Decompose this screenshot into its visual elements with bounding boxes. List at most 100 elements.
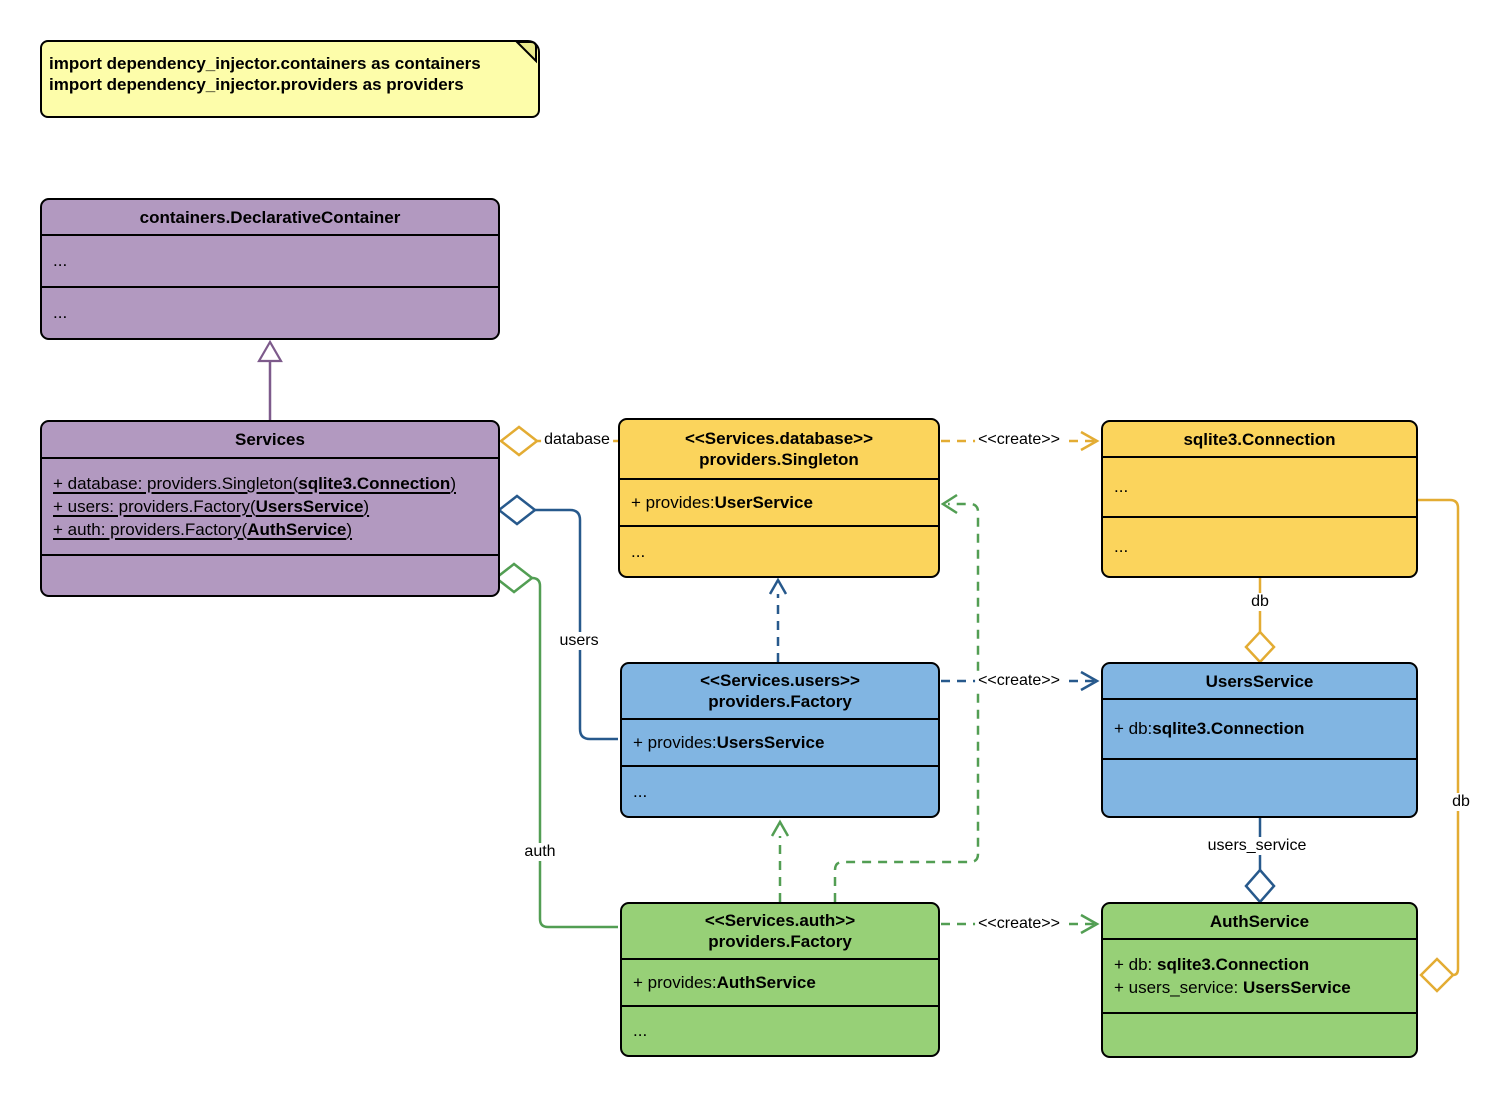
class-users-service: UsersService + db: sqlite3.Connection (1101, 662, 1418, 818)
edge-label-db-auth: db (1449, 793, 1473, 811)
class-title-block: <<Services.auth>> providers.Factory (622, 904, 938, 958)
aggregation-diamond-icon (493, 562, 535, 594)
attr-prefix: + users_service: (1114, 978, 1243, 997)
open-arrowhead-icon (940, 493, 958, 515)
class-attributes: + provides: UserService (620, 478, 938, 525)
ellipsis-text: ... (1114, 477, 1129, 496)
aggregation-diamond-icon (1419, 957, 1455, 993)
class-compartment: ... (1103, 456, 1416, 516)
class-compartment: ... (622, 765, 938, 816)
edge-aggregation-auth (493, 562, 618, 929)
edge-dependency-usersfactory-singleton (768, 577, 788, 662)
ellipsis-text: ... (53, 251, 68, 270)
class-attributes: + db: sqlite3.Connection + users_service… (1103, 938, 1416, 1012)
attr-prefix: + provides: (633, 732, 717, 752)
attr-suffix: ) (346, 520, 353, 539)
attr-suffix: ) (363, 497, 370, 516)
attr-type: UsersService (716, 732, 825, 752)
class-title: AuthService (1209, 911, 1310, 931)
aggregation-diamond-icon (496, 494, 538, 526)
class-compartment: ... (1103, 516, 1416, 576)
class-title-block: <<Services.database>> providers.Singleto… (620, 420, 938, 478)
authservice-attr-users-service: + users_service: UsersService (1114, 976, 1351, 999)
edge-create-factory-usersservice (941, 670, 1100, 692)
class-title: Services (235, 430, 305, 449)
class-title: providers.Singleton (699, 450, 859, 469)
class-compartment: ... (620, 525, 938, 576)
open-arrowhead-icon (770, 819, 790, 837)
edge-dependency-authfactory-singleton (833, 493, 980, 902)
edge-label-users-service: users_service (1204, 837, 1310, 855)
services-attr-users: + users: providers.Factory(UsersService) (53, 495, 369, 518)
class-database-singleton: <<Services.database>> providers.Singleto… (618, 418, 940, 578)
attr-type: UsersService (255, 497, 364, 516)
edge-label-create-auth: <<create>> (975, 915, 1063, 933)
ellipsis-text: ... (53, 303, 68, 322)
authservice-attr-db: + db: sqlite3.Connection (1114, 953, 1309, 976)
class-compartment: ... (622, 1005, 938, 1055)
edge-create-singleton-sqlite (941, 430, 1100, 452)
class-auth-service: AuthService + db: sqlite3.Connection + u… (1101, 902, 1418, 1058)
attr-type: AuthService (716, 972, 816, 992)
class-title-block: <<Services.users>> providers.Factory (622, 664, 938, 718)
class-declarative-container: containers.DeclarativeContainer ... ... (40, 198, 500, 340)
services-attr-database: + database: providers.Singleton(sqlite3.… (53, 472, 456, 495)
class-compartment-empty (1103, 758, 1416, 816)
class-title: sqlite3.Connection (1183, 429, 1336, 449)
class-compartment: ... (42, 286, 498, 338)
attr-prefix: + provides: (631, 492, 715, 512)
ellipsis-text: ... (631, 541, 646, 561)
edge-aggregation-db-usersservice (1244, 578, 1276, 664)
edge-label-db-users: db (1248, 593, 1272, 611)
aggregation-diamond-icon (1244, 868, 1276, 904)
attr-type: UserService (714, 492, 813, 512)
ellipsis-text: ... (1114, 537, 1129, 556)
class-sqlite-connection: sqlite3.Connection ... ... (1101, 420, 1418, 578)
class-title: providers.Factory (708, 692, 852, 711)
aggregation-diamond-icon (498, 425, 540, 457)
attr-type: AuthService (247, 520, 347, 539)
services-attr-auth: + auth: providers.Factory(AuthService) (53, 518, 352, 541)
class-attributes: + db: sqlite3.Connection (1103, 698, 1416, 758)
attr-prefix: + db: (1114, 955, 1158, 974)
attr-prefix: + auth: providers.Factory( (53, 520, 248, 539)
open-arrowhead-icon (1080, 430, 1100, 452)
class-stereotype: <<Services.database>> (684, 429, 874, 448)
edge-inheritance-services (257, 339, 283, 420)
class-attributes: + provides: AuthService (622, 958, 938, 1005)
class-title: containers.DeclarativeContainer (139, 207, 401, 227)
attr-suffix: ) (450, 474, 456, 493)
note-line-2: import dependency_injector.providers as … (49, 75, 464, 94)
attr-type: UsersService (1242, 978, 1351, 997)
edge-aggregation-users (496, 494, 618, 741)
class-compartment-empty (42, 554, 498, 595)
attr-prefix: + provides: (633, 972, 717, 992)
note-line-1: import dependency_injector.containers as… (49, 54, 481, 73)
edge-aggregation-db-authservice (1418, 498, 1460, 993)
attr-type: sqlite3.Connection (1157, 955, 1310, 974)
open-arrowhead-icon (1080, 670, 1100, 692)
class-attributes: + provides: UsersService (622, 718, 938, 765)
edge-label-users: users (556, 632, 602, 650)
aggregation-diamond-icon (1244, 630, 1276, 664)
class-services: Services + database: providers.Singleton… (40, 420, 500, 597)
edge-aggregation-usersservice-authservice (1244, 818, 1276, 904)
note-fold-icon (515, 41, 537, 64)
class-title: UsersService (1205, 671, 1314, 691)
class-compartment-empty (1103, 1012, 1416, 1056)
edge-label-database: database (541, 431, 613, 449)
class-auth-factory: <<Services.auth>> providers.Factory + pr… (620, 902, 940, 1057)
ellipsis-text: ... (633, 1021, 648, 1040)
edge-label-auth: auth (521, 843, 559, 861)
class-users-factory: <<Services.users>> providers.Factory + p… (620, 662, 940, 818)
attr-prefix: + db: (1114, 719, 1153, 738)
ellipsis-text: ... (633, 781, 648, 801)
class-attributes: + database: providers.Singleton(sqlite3.… (42, 457, 498, 554)
class-title: providers.Factory (708, 932, 852, 951)
attr-type: sqlite3.Connection (1152, 719, 1305, 738)
edge-create-factory-authservice (941, 913, 1100, 935)
open-arrowhead-icon (768, 577, 788, 595)
edge-label-create-users: <<create>> (975, 672, 1063, 690)
attr-type: sqlite3.Connection (298, 474, 451, 493)
edge-dependency-authfactory-usersfactory (770, 819, 790, 902)
